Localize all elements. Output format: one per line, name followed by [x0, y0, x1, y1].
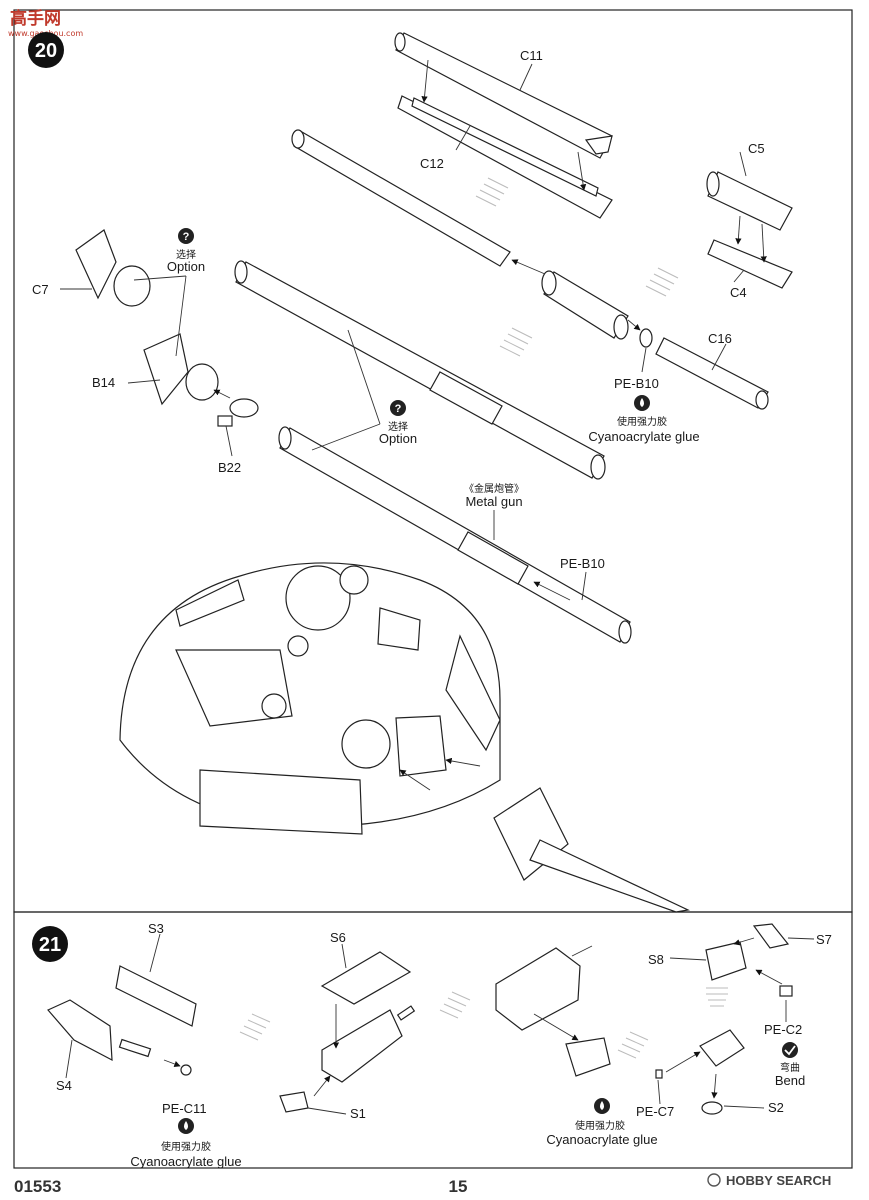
part-metal-gun: [278, 426, 632, 644]
svg-text:Option: Option: [167, 259, 205, 274]
part-sight-assembly: [495, 945, 611, 1077]
part-pe-c11: [180, 1064, 192, 1076]
svg-text:20: 20: [35, 40, 57, 62]
label-s4: S4: [56, 1078, 72, 1093]
part-barrel-upper: [291, 129, 511, 267]
turret-assembly: [119, 562, 501, 835]
part-c12: [397, 95, 613, 219]
label-c16: C16: [708, 331, 732, 346]
part-pe-c7: [655, 1069, 663, 1079]
turret-gun-mantlet: [493, 787, 690, 913]
label-c12: C12: [420, 156, 444, 171]
part-pe-c2: [779, 985, 793, 997]
svg-text:Cyanoacrylate glue: Cyanoacrylate glue: [588, 429, 699, 444]
part-gun-barrel: [234, 260, 606, 480]
svg-text:弯曲: 弯曲: [780, 1061, 800, 1074]
part-b14: [143, 333, 219, 406]
part-c7: [75, 229, 151, 307]
svg-text:Cyanoacrylate glue: Cyanoacrylate glue: [130, 1154, 241, 1169]
svg-text:Bend: Bend: [775, 1073, 805, 1088]
part-c5: [706, 171, 793, 231]
step21-frame: [13, 911, 853, 1169]
glue-note-step20: 使用强力胶 Cyanoacrylate glue: [588, 395, 700, 444]
part-s3-s4: [47, 965, 197, 1062]
watermark-hobby-search: HOBBY SEARCH: [707, 1173, 831, 1188]
label-s2: S2: [768, 1100, 784, 1115]
option-a-note: ? 选择 Option: [167, 228, 205, 274]
part-s2-assembly: [699, 1029, 745, 1115]
svg-text:使用强力胶: 使用强力胶: [575, 1119, 625, 1132]
part-pe-b10-ring: [639, 328, 653, 348]
label-s8: S8: [648, 952, 664, 967]
svg-text:《金属炮管》: 《金属炮管》: [464, 482, 524, 495]
question-icon: [390, 400, 406, 416]
label-c4: C4: [730, 285, 747, 300]
bend-check-icon: [782, 1042, 798, 1058]
svg-text:使用强力胶: 使用强力胶: [161, 1140, 211, 1153]
svg-text:选择: 选择: [176, 248, 196, 261]
option-b-note: ? 选择 Option: [379, 400, 417, 446]
svg-text:选择: 选择: [388, 420, 408, 433]
label-s1: S1: [350, 1106, 366, 1121]
label-b14: B14: [92, 375, 115, 390]
step-21-badge: 21: [32, 926, 68, 962]
part-c4: [707, 239, 793, 289]
svg-text:Metal gun: Metal gun: [465, 494, 522, 509]
product-code: 01553: [14, 1177, 61, 1196]
label-c7: C7: [32, 282, 49, 297]
part-c11: [394, 32, 613, 159]
metal-gun-note: 《金属炮管》 Metal gun: [464, 482, 524, 509]
part-s1-box: [321, 1005, 416, 1083]
step-20-badge: 20: [28, 32, 64, 68]
glue-note-step21-a: 使用强力胶 Cyanoacrylate glue: [130, 1118, 242, 1169]
svg-text:?: ?: [395, 403, 402, 415]
label-s6: S6: [330, 930, 346, 945]
svg-text:Cyanoacrylate glue: Cyanoacrylate glue: [546, 1132, 657, 1147]
label-pe-b10-b: PE-B10: [560, 556, 605, 571]
label-s3: S3: [148, 921, 164, 936]
label-pe-c11: PE-C11: [162, 1101, 207, 1116]
part-s7: [752, 923, 790, 949]
label-b22: B22: [218, 460, 241, 475]
svg-text:?: ?: [183, 231, 190, 243]
label-s7: S7: [816, 932, 832, 947]
part-c16: [655, 337, 769, 410]
question-icon: [178, 228, 194, 244]
label-c5: C5: [748, 141, 765, 156]
page-number: 15: [449, 1177, 468, 1196]
label-pe-c2: PE-C2: [764, 1022, 802, 1037]
svg-text:Option: Option: [379, 431, 417, 446]
label-pe-c7: PE-C7: [636, 1104, 674, 1119]
svg-text:使用强力胶: 使用强力胶: [617, 415, 667, 428]
part-s1: [279, 1091, 309, 1113]
glue-note-step21-b: 使用强力胶 Cyanoacrylate glue: [546, 1098, 658, 1147]
part-s6: [320, 951, 412, 1005]
svg-text:HOBBY SEARCH: HOBBY SEARCH: [726, 1173, 831, 1188]
label-pe-b10-a: PE-B10: [614, 376, 659, 391]
part-barrel-sleeve: [541, 270, 629, 340]
svg-text:高手网: 高手网: [10, 8, 61, 29]
motion-hatch-21: [239, 987, 728, 1059]
bend-note: 弯曲 Bend: [775, 1042, 805, 1088]
svg-text:21: 21: [39, 934, 61, 956]
part-s8: [705, 941, 747, 981]
label-c11: C11: [520, 48, 543, 63]
part-b22: [217, 398, 259, 427]
motion-hatch: [475, 177, 679, 357]
